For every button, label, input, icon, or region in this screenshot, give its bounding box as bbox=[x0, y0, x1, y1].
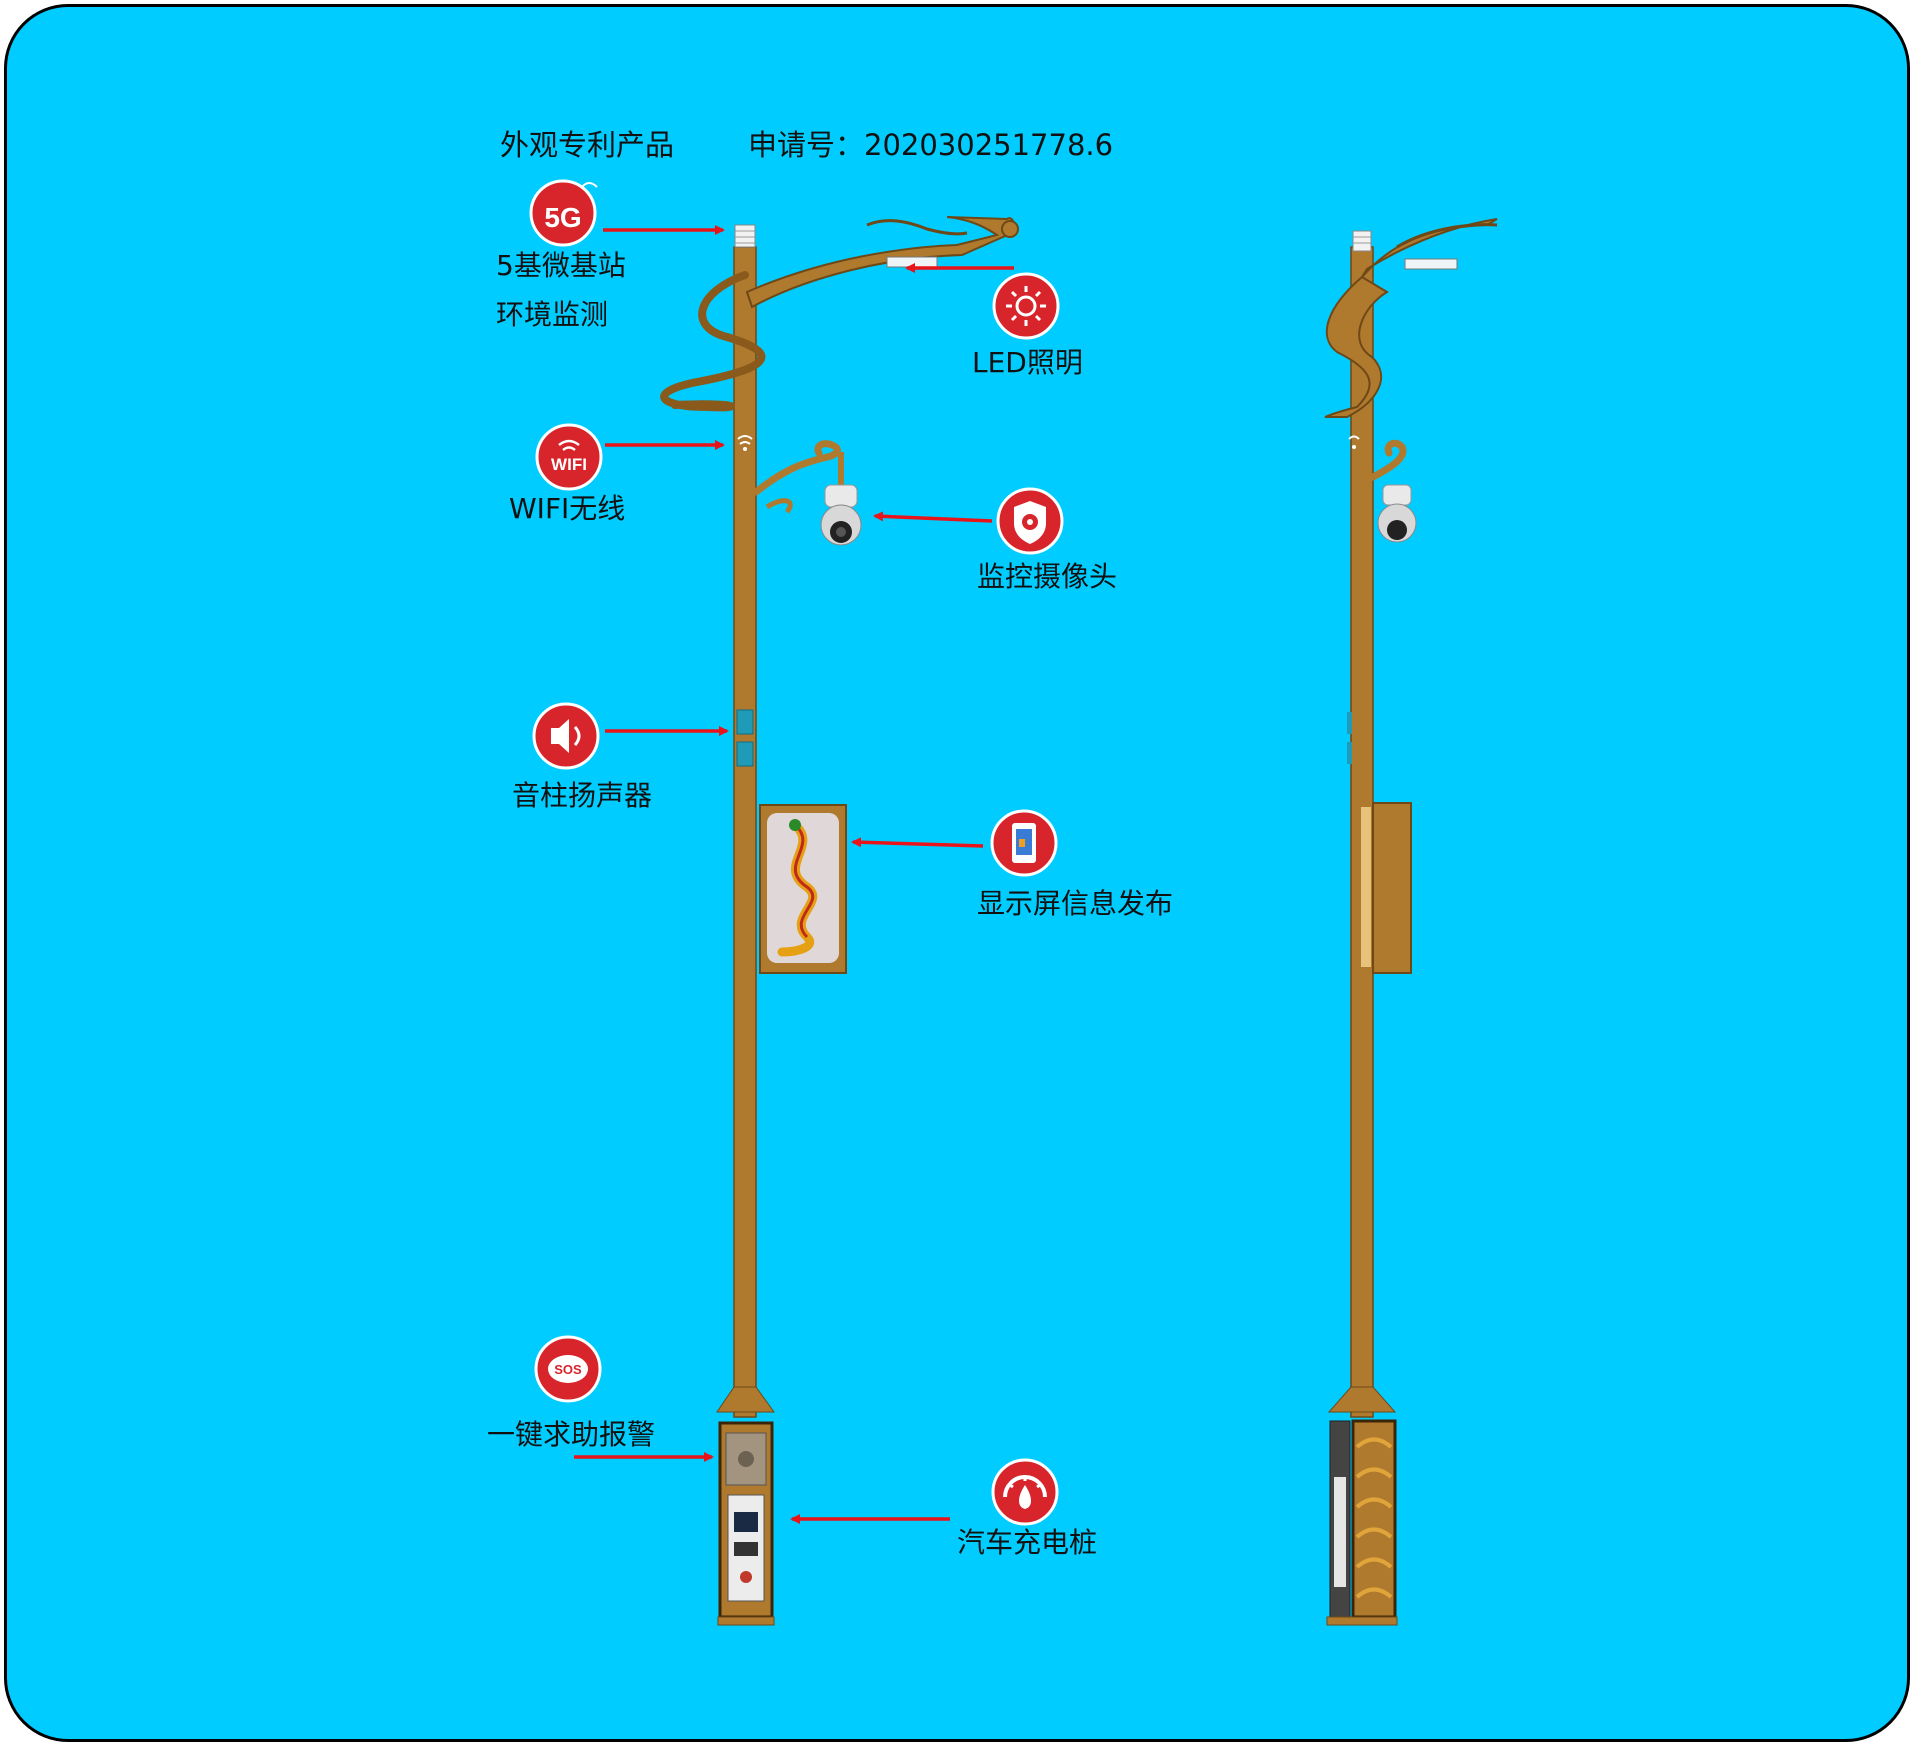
dragon-spiral bbox=[660, 271, 766, 412]
dragon-head-pearl bbox=[1001, 220, 1019, 238]
callout-arrows bbox=[574, 225, 1014, 1524]
side-sensor-module bbox=[1352, 230, 1372, 252]
label-display: 显示屏信息发布 bbox=[977, 887, 1174, 920]
sun-icon bbox=[1006, 286, 1046, 326]
badge-sos-text: SOS bbox=[554, 1362, 582, 1377]
camera-mount bbox=[838, 452, 844, 487]
display-screen bbox=[759, 804, 847, 974]
side-led-lamp bbox=[1404, 258, 1458, 270]
side-speaker-2 bbox=[1347, 742, 1352, 764]
label-led: LED照明 bbox=[972, 346, 1083, 379]
side-pole-foot bbox=[1326, 1616, 1398, 1626]
badge-sos: SOS bbox=[534, 1335, 602, 1403]
side-base-flare bbox=[1327, 1386, 1397, 1413]
diagram-canvas: 5G WIFI bbox=[4, 4, 1910, 1742]
side-speaker bbox=[1347, 712, 1352, 734]
label-5g: 5基微基站 bbox=[496, 249, 626, 282]
badge-led bbox=[992, 272, 1060, 340]
arrow-display bbox=[851, 837, 984, 848]
badge-5g-text: 5G bbox=[544, 202, 581, 233]
label-camera: 监控摄像头 bbox=[977, 560, 1118, 593]
badge-wifi: WIFI bbox=[535, 423, 603, 491]
side-wifi-module bbox=[1348, 435, 1360, 449]
side-camera-bracket bbox=[1369, 439, 1407, 481]
application-number-label: 申请号：202030251778.6 bbox=[748, 128, 1114, 162]
ptz-camera bbox=[820, 484, 862, 546]
side-display-screen bbox=[1361, 802, 1412, 974]
side-pole bbox=[1324, 218, 1498, 1626]
arrow-camera bbox=[873, 511, 993, 523]
5g-icon bbox=[529, 179, 597, 247]
camera-bracket bbox=[752, 440, 841, 496]
dragon-head-detail bbox=[866, 219, 968, 236]
bracket-curl bbox=[765, 498, 793, 514]
charger-icon bbox=[1003, 1475, 1047, 1509]
smart-pole-diagram: 5G WIFI bbox=[529, 179, 1498, 1626]
side-dragon-detail bbox=[1396, 223, 1498, 249]
dragon-arm bbox=[745, 216, 1016, 309]
badge-display bbox=[990, 809, 1058, 877]
side-ptz-camera bbox=[1377, 484, 1417, 543]
badge-charger bbox=[991, 1458, 1059, 1526]
pole-foot bbox=[717, 1616, 775, 1626]
badge-camera bbox=[996, 487, 1064, 555]
sensor-5g-module bbox=[734, 224, 756, 248]
label-wifi: WIFI无线 bbox=[509, 492, 626, 525]
front-pole bbox=[660, 216, 1019, 1626]
pole-base-flare bbox=[716, 1386, 775, 1413]
display-icon bbox=[1012, 823, 1036, 863]
charging-cabinet bbox=[718, 1421, 774, 1619]
speaker-icon bbox=[551, 719, 581, 753]
label-environment: 环境监测 bbox=[496, 298, 609, 331]
wifi-icon bbox=[535, 423, 603, 491]
label-sos: 一键求助报警 bbox=[487, 1418, 656, 1451]
label-charger: 汽车充电桩 bbox=[957, 1526, 1098, 1559]
wifi-module bbox=[737, 435, 753, 451]
speaker-column bbox=[736, 709, 754, 767]
label-speaker: 音柱扬声器 bbox=[512, 779, 653, 812]
product-type-label: 外观专利产品 bbox=[500, 128, 675, 162]
side-charging-cabinet bbox=[1329, 1419, 1397, 1619]
led-lamp bbox=[886, 256, 938, 268]
badge-wifi-text: WIFI bbox=[551, 455, 587, 474]
pole-shaft bbox=[733, 246, 757, 1418]
badge-speaker bbox=[532, 702, 600, 770]
badge-5g: 5G bbox=[529, 179, 598, 247]
shield-camera-icon bbox=[1014, 501, 1046, 544]
